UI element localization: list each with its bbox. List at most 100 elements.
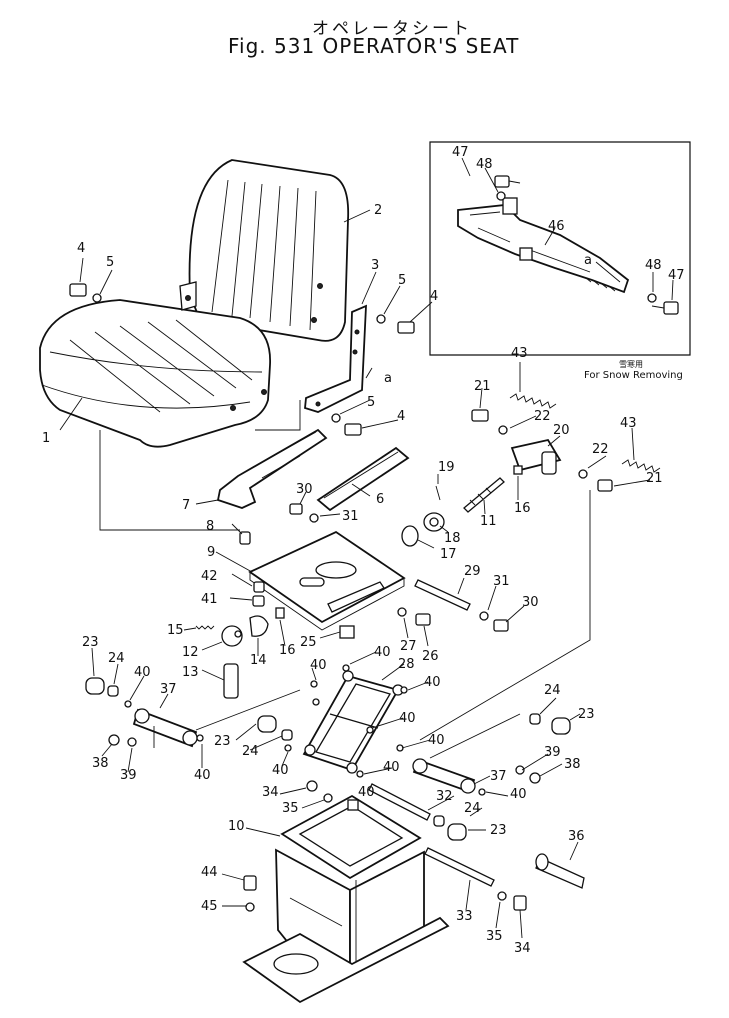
washer-27 — [397, 607, 407, 617]
part-number-label: 37 — [160, 682, 177, 697]
washer-35-upper — [323, 793, 333, 803]
shaft-29 — [414, 579, 471, 611]
part-number-label: 21 — [646, 471, 663, 486]
part-number-label: 48 — [476, 157, 493, 172]
part-number-label: 44 — [201, 865, 218, 880]
part-number-label: 40 — [510, 787, 527, 802]
part-number-label: 16 — [514, 501, 531, 516]
part-number-label: 23 — [82, 635, 99, 650]
part-number-label: 23 — [490, 823, 507, 838]
part-number-label: 2 — [374, 203, 382, 218]
sleeve-13 — [223, 663, 239, 699]
base-plate-group: 9 42 41 25 — [201, 530, 406, 650]
part-number-label: 35 — [486, 929, 503, 944]
side-bracket — [304, 304, 367, 413]
part-number-label: 40 — [310, 658, 327, 673]
adjuster-group: 43 21 22 20 43 22 21 19 16 11 18 17 — [401, 346, 663, 562]
suspension-group: 23 24 40 37 38 39 40 23 24 40 40 40 28 4… — [82, 635, 595, 841]
part-number-label: 31 — [342, 509, 359, 524]
part-number-label: 34 — [514, 941, 531, 956]
collar-24-left — [107, 685, 119, 697]
part-number-label: 46 — [548, 219, 565, 234]
part-number-label: 23 — [578, 707, 595, 722]
part-number-label: 38 — [92, 756, 109, 771]
part-number-label: 32 — [436, 789, 453, 804]
part-number-label: 40 — [424, 675, 441, 690]
snow-removing-inset: 47 48 46 a 48 47 雪寒用 For Snow Removing — [429, 141, 691, 381]
part-number-label: 23 — [214, 734, 231, 749]
seat-belt-strap — [457, 204, 630, 294]
part-number-label: 4 — [77, 241, 85, 256]
part-number-label: 43 — [620, 416, 637, 431]
callout-a-label: a — [384, 371, 392, 386]
part-number-label: 13 — [182, 665, 199, 680]
bolt-21-left — [471, 409, 489, 422]
part-number-label: 34 — [262, 785, 279, 800]
slide-rail-group: 7 8 6 30 31 — [182, 428, 410, 545]
bushing-23-left — [85, 677, 105, 695]
nut-41 — [252, 595, 265, 607]
washer-39-left — [127, 737, 137, 747]
pedestal-base-plate — [242, 916, 450, 1004]
part-number-label: 40 — [272, 763, 289, 778]
callout-a-label: a — [584, 253, 592, 268]
bolt-30 — [289, 503, 303, 515]
part-number-label: 38 — [564, 757, 581, 772]
slide-rail-right — [316, 446, 410, 512]
part-number-label: 21 — [474, 379, 491, 394]
figure-title-japanese: オペレータシート — [312, 19, 472, 39]
part-number-label: 25 — [300, 635, 317, 650]
part-number-label: 5 — [398, 273, 406, 288]
part-number-label: 40 — [358, 785, 375, 800]
part-number-label: 4 — [397, 409, 405, 424]
inset-frame — [429, 141, 691, 356]
adjuster-screw — [463, 477, 505, 513]
slide-rail-left — [216, 428, 328, 509]
washer-5-right-upper — [376, 314, 386, 324]
washer-48-left — [496, 191, 506, 201]
part-number-label: 40 — [399, 711, 416, 726]
roller-17 — [401, 525, 419, 547]
part-number-label: 6 — [376, 492, 384, 507]
nut-38-left — [108, 734, 120, 746]
part-number-label: 10 — [228, 819, 245, 834]
part-number-label: 40 — [374, 645, 391, 660]
part-number-label: 14 — [250, 653, 267, 668]
pedestal-group: 10 44 45 34 35 32 24 23 36 33 35 34 40 — [201, 780, 585, 1004]
base-opening — [273, 953, 319, 975]
part-number-label: 40 — [428, 733, 445, 748]
part-number-label: 39 — [120, 768, 137, 783]
part-number-label: 20 — [553, 423, 570, 438]
part-number-label: 5 — [367, 395, 375, 410]
part-number-label: 24 — [108, 651, 125, 666]
part-number-label: 31 — [493, 574, 510, 589]
rod-32 — [368, 783, 431, 821]
bolt-4-right-upper — [397, 321, 415, 334]
side-bracket-group: 3 5 4 a 5 4 — [304, 258, 438, 436]
washer-39-right — [515, 765, 525, 775]
part-number-label: 40 — [383, 760, 400, 775]
bolt-47-right — [663, 301, 679, 315]
part-number-label: 42 — [201, 569, 218, 584]
part-number-label: 24 — [464, 801, 481, 816]
lever-group: 15 12 13 14 16 — [167, 607, 296, 699]
shaft-group: 29 31 30 27 26 — [397, 490, 591, 741]
bushing-23-mid — [257, 715, 277, 733]
washer-35-lower — [497, 891, 507, 901]
part-number-label: 16 — [279, 643, 296, 658]
plate-slot — [299, 577, 325, 587]
part-number-label: 22 — [592, 442, 609, 457]
inset-note-japanese: 雪寒用 — [619, 359, 643, 369]
bolt-47-left — [494, 175, 510, 188]
part-number-label: 3 — [371, 258, 379, 273]
nut-34-upper — [306, 780, 318, 792]
seat-backrest — [188, 159, 350, 342]
nut-34-lower — [513, 895, 527, 911]
part-number-label: 24 — [242, 744, 259, 759]
part-number-label: 26 — [422, 649, 439, 664]
washer-48-right — [647, 293, 657, 303]
shaft-33 — [424, 847, 495, 887]
part-number-label: 30 — [522, 595, 539, 610]
